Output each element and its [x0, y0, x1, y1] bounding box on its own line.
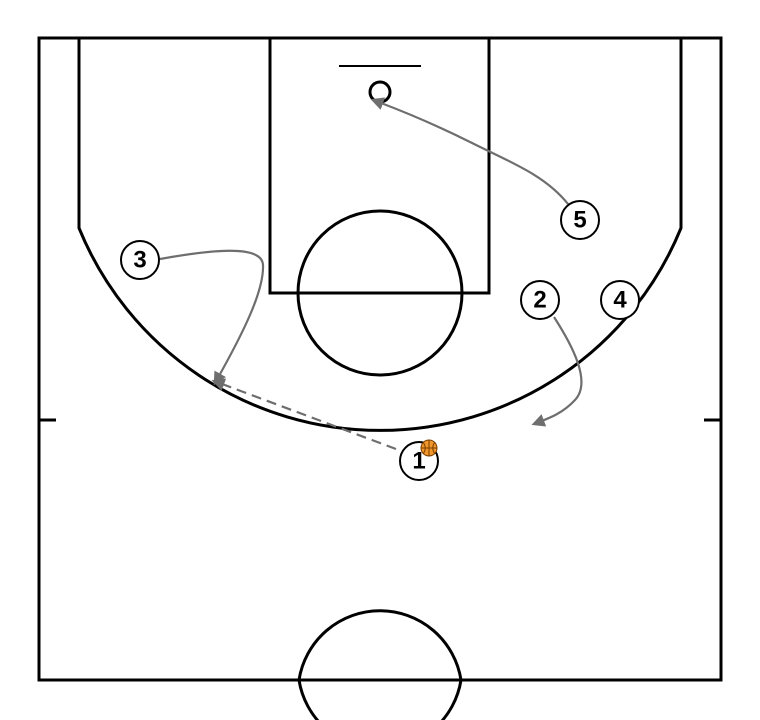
free-throw-circle: [296, 209, 464, 377]
pass-arrow-1-to-3: [211, 378, 397, 451]
three-point-line: [77, 38, 683, 432]
player-5: 5: [560, 200, 600, 240]
key-paint: [268, 36, 491, 295]
court-boundary: [37, 36, 723, 682]
center-circle: [297, 609, 463, 681]
player-2: 2: [520, 280, 560, 320]
player-4: 4: [600, 280, 640, 320]
player-label: 2: [533, 287, 546, 314]
basketball-icon: [420, 439, 438, 457]
center-circle-lower: [297, 679, 463, 720]
rim: [368, 80, 392, 104]
player-3: 3: [120, 240, 160, 280]
player-label: 3: [133, 247, 146, 274]
cut-arrow-2: [531, 316, 583, 427]
player-label: 5: [573, 207, 586, 234]
cut-arrow-5: [370, 97, 569, 205]
cut-arrow-3: [159, 249, 265, 386]
player-label: 1: [412, 448, 425, 475]
player-label: 4: [613, 287, 627, 314]
